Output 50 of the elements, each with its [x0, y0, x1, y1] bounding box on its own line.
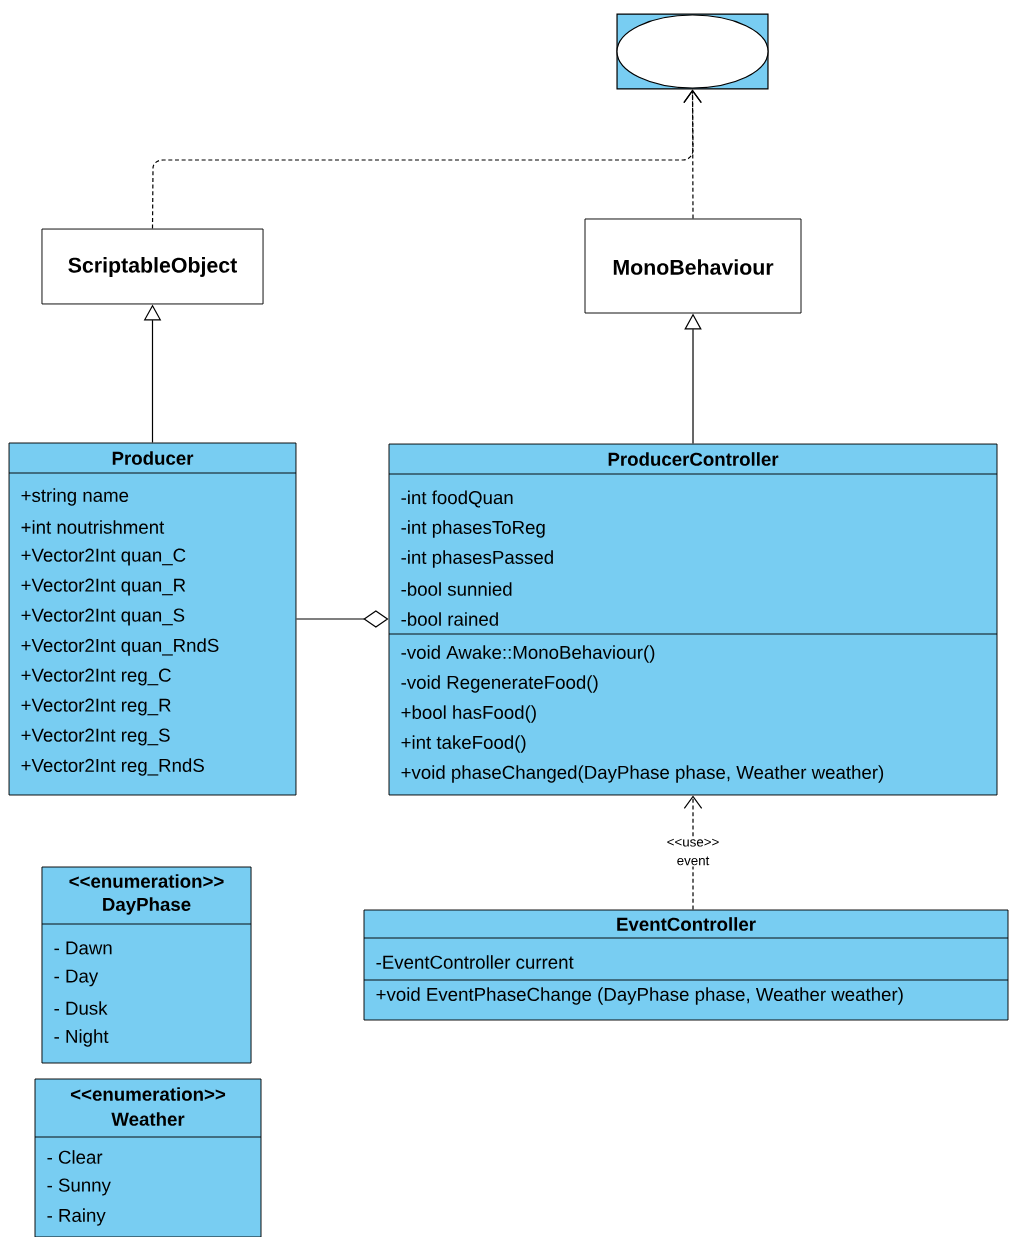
member-text: +Vector2Int reg_R: [21, 698, 171, 716]
member-text: -void RegenerateFood(): [401, 675, 598, 693]
member-text: -void Awake::MonoBehaviour(): [401, 645, 655, 663]
member-text: -bool sunnied: [401, 582, 512, 596]
member-text: +Vector2Int reg_S: [21, 728, 170, 746]
member-text: +Vector2Int quan_C: [21, 548, 186, 566]
class-name: Weather: [111, 1112, 185, 1126]
member-text: -int phasesPassed: [401, 550, 553, 568]
dependency-arrow: [683, 795, 703, 911]
dependency-arrow: [683, 89, 702, 220]
class-box: [41, 866, 252, 1064]
member-text: +void phaseChanged(DayPhase phase, Weather weather): [401, 765, 884, 783]
class-box: [8, 442, 297, 796]
member-text: - Dusk: [54, 1001, 108, 1015]
member-text: +Vector2Int quan_RndS: [21, 638, 219, 656]
member-text: +Vector2Int quan_S: [21, 608, 185, 626]
ellipse-box: [616, 13, 769, 90]
member-text: - Sunny: [47, 1178, 111, 1196]
member-text: +int noutrishment: [21, 520, 165, 534]
class-name: EventController: [617, 917, 756, 931]
class-box: [584, 218, 802, 314]
member-text: +int takeFood(): [401, 735, 526, 753]
member-text: +bool hasFood(): [401, 705, 536, 723]
class-name: ProducerController: [608, 452, 779, 466]
member-text: +Vector2Int reg_RndS: [21, 758, 204, 776]
class-name: MonoBehaviour: [613, 259, 774, 275]
member-text: - Night: [54, 1029, 109, 1047]
class-name: ScriptableObject: [68, 257, 237, 277]
member-text: +Vector2Int reg_C: [21, 668, 171, 686]
member-text: - Rainy: [47, 1208, 106, 1226]
edge-label: <<use>> event: [667, 838, 719, 866]
stereotype-text: <<enumeration>>: [70, 1087, 226, 1101]
class-name: Producer: [112, 451, 194, 465]
aggregation-line: [295, 610, 389, 628]
class-box: [41, 228, 264, 305]
member-text: -int foodQuan: [401, 490, 513, 508]
class-box: [34, 1078, 262, 1237]
class-box: [363, 909, 1009, 1021]
class-name: DayPhase: [103, 897, 191, 915]
class-box: [388, 443, 998, 796]
member-text: +Vector2Int quan_R: [21, 578, 186, 596]
member-text: - Clear: [47, 1150, 103, 1164]
member-text: - Day: [54, 969, 99, 987]
member-text: - Dawn: [54, 941, 112, 955]
member-text: +string name: [21, 488, 129, 506]
member-text: -bool rained: [401, 612, 498, 626]
stereotype-text: <<enumeration>>: [69, 874, 224, 888]
member-text: +void EventPhaseChange (DayPhase phase, Weather weather): [376, 987, 903, 1005]
member-text: -int phasesToReg: [401, 520, 545, 538]
member-text: -EventController current: [376, 955, 574, 969]
